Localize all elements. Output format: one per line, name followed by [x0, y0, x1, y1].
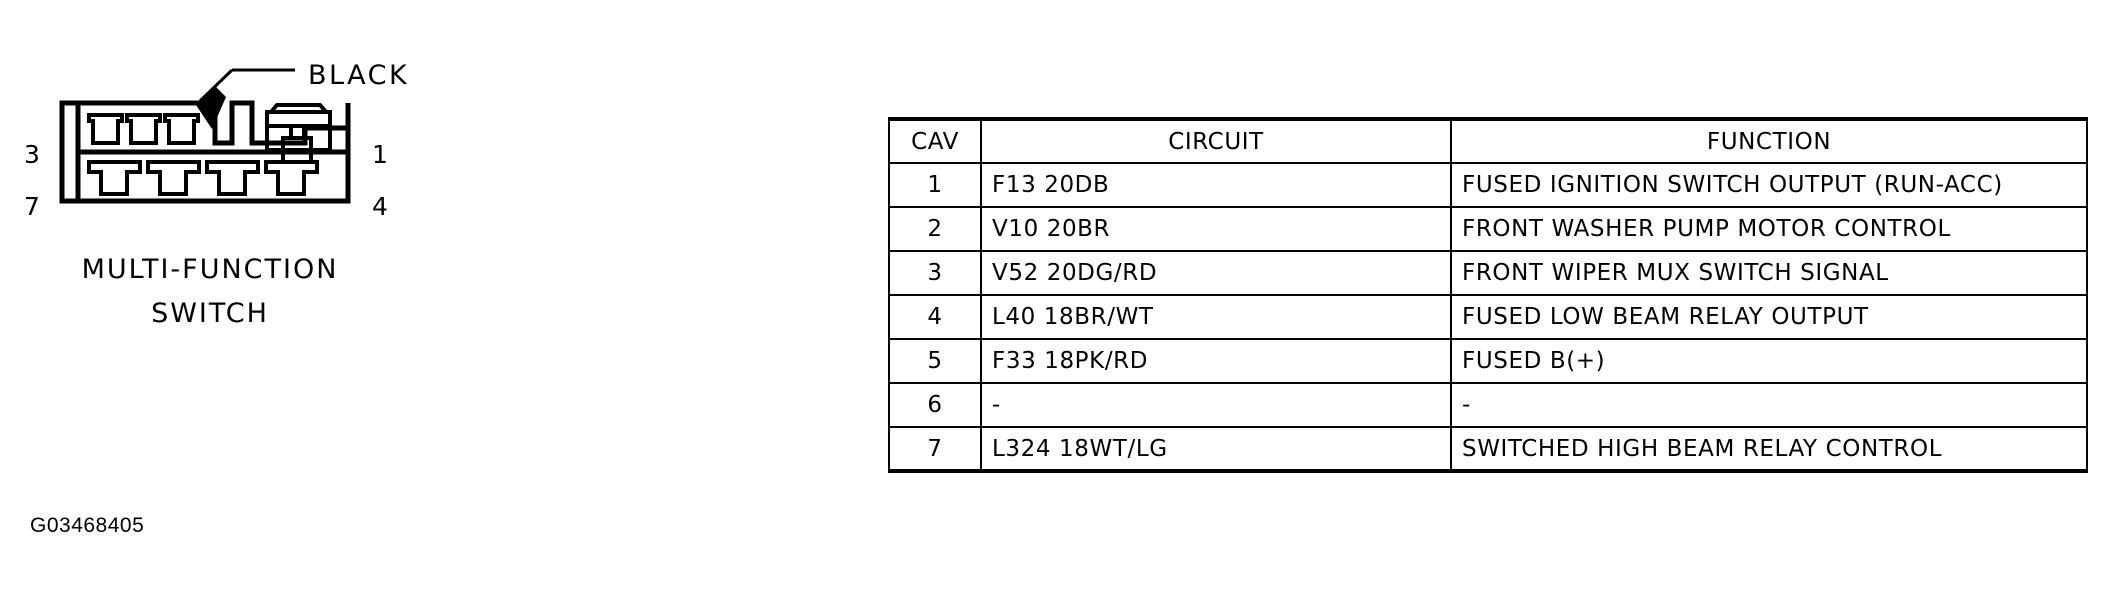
connector-caption: MULTI-FUNCTION SWITCH: [60, 248, 360, 336]
cell-cav: 7: [888, 426, 982, 473]
table-body: 1 F13 20DB FUSED IGNITION SWITCH OUTPUT …: [888, 162, 2088, 473]
column-header-function: FUNCTION: [1450, 117, 2088, 164]
table-row: 2 V10 20BR FRONT WASHER PUMP MOTOR CONTR…: [888, 206, 2088, 252]
terminal-cavity-upper: [163, 113, 200, 145]
connector-caption-line2: SWITCH: [151, 298, 269, 329]
pin-assignment-table-container: CAV CIRCUIT FUNCTION 1 F13 20DB FUSED IG…: [888, 117, 2088, 473]
cell-function: FUSED B(+): [1450, 338, 2088, 384]
cell-function: FRONT WIPER MUX SWITCH SIGNAL: [1450, 250, 2088, 296]
pin-assignment-table: CAV CIRCUIT FUNCTION 1 F13 20DB FUSED IG…: [888, 117, 2088, 473]
connector-locking-tab: [265, 103, 332, 164]
cell-function: SWITCHED HIGH BEAM RELAY CONTROL: [1450, 426, 2088, 473]
cell-function: FUSED IGNITION SWITCH OUTPUT (RUN-ACC): [1450, 162, 2088, 208]
cell-cav: 1: [888, 162, 982, 208]
terminal-cavity-upper: [125, 113, 162, 145]
cell-circuit: L40 18BR/WT: [980, 294, 1452, 340]
cell-function: FRONT WASHER PUMP MOTOR CONTROL: [1450, 206, 2088, 252]
table-row: 7 L324 18WT/LG SWITCHED HIGH BEAM RELAY …: [888, 426, 2088, 473]
table-row: 5 F33 18PK/RD FUSED B(+): [888, 338, 2088, 384]
table-header: CAV CIRCUIT FUNCTION: [888, 117, 2088, 164]
figure-reference-code: G03468405: [30, 514, 145, 537]
pin-number-top-left: 3: [24, 140, 41, 169]
cell-cav: 4: [888, 294, 982, 340]
cell-cav: 5: [888, 338, 982, 384]
cell-circuit: F33 18PK/RD: [980, 338, 1452, 384]
table-row: 6 - -: [888, 382, 2088, 428]
column-header-cav: CAV: [888, 117, 982, 164]
cell-circuit: F13 20DB: [980, 162, 1452, 208]
table-row: 1 F13 20DB FUSED IGNITION SWITCH OUTPUT …: [888, 162, 2088, 208]
callout-label-black: BLACK: [308, 60, 410, 91]
cell-cav: 2: [888, 206, 982, 252]
terminal-cavity-lower: [264, 160, 319, 196]
column-header-circuit: CIRCUIT: [980, 117, 1452, 164]
cell-function: -: [1450, 382, 2088, 428]
pin-number-bottom-right: 4: [372, 192, 389, 221]
table-row: 3 V52 20DG/RD FRONT WIPER MUX SWITCH SIG…: [888, 250, 2088, 296]
cell-circuit: V52 20DG/RD: [980, 250, 1452, 296]
table-header-row: CAV CIRCUIT FUNCTION: [888, 117, 2088, 164]
pin-number-bottom-left: 7: [24, 192, 41, 221]
terminal-cavity-lower: [87, 160, 142, 196]
terminal-cavity-lower: [205, 160, 260, 196]
cell-cav: 3: [888, 250, 982, 296]
pin-number-top-right: 1: [372, 140, 389, 169]
cell-circuit: L324 18WT/LG: [980, 426, 1452, 473]
connector-drawing: [59, 68, 351, 204]
terminal-cavity-lower: [146, 160, 201, 196]
cell-cav: 6: [888, 382, 982, 428]
connector-figure: BLACK 3 7 1 4 MULTI-FUNCTION SWITCH: [0, 0, 560, 470]
callout-arrowhead: [196, 86, 226, 129]
terminal-cavity-upper: [87, 113, 124, 145]
terminal-cavity-upper-group: [87, 113, 200, 145]
terminal-cavity-lower-group: [87, 160, 319, 196]
connector-caption-line1: MULTI-FUNCTION: [81, 254, 339, 285]
cell-circuit: V10 20BR: [980, 206, 1452, 252]
cell-function: FUSED LOW BEAM RELAY OUTPUT: [1450, 294, 2088, 340]
table-row: 4 L40 18BR/WT FUSED LOW BEAM RELAY OUTPU…: [888, 294, 2088, 340]
cell-circuit: -: [980, 382, 1452, 428]
